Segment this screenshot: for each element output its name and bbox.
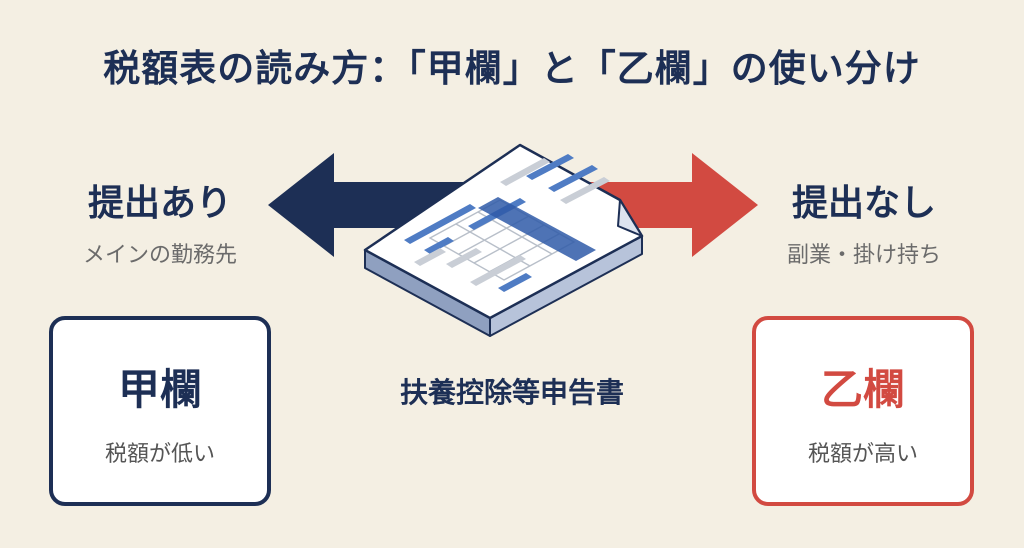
otsu-label: 乙欄 [820,365,905,414]
left-subtext: メインの勤務先 [82,243,237,268]
kou-note: 税額が低い [104,442,215,467]
otsu-note: 税額が高い [807,442,918,467]
left-arrow-icon [268,153,470,257]
right-arrow-icon [560,153,758,257]
right-subtext: 副業・掛け持ち [786,243,941,268]
form-caption: 扶養控除等申告書 [399,376,624,409]
left-heading: 提出あり [87,183,232,224]
document-form-icon [363,143,644,337]
kou-column-box: 甲欄 税額が低い [49,316,271,506]
page-title: 税額表の読み方：「甲欄」と「乙欄」の使い分け [103,47,921,90]
kou-label: 甲欄 [117,365,202,414]
otsu-column-box: 乙欄 税額が高い [752,316,974,506]
right-heading: 提出なし [791,183,936,224]
